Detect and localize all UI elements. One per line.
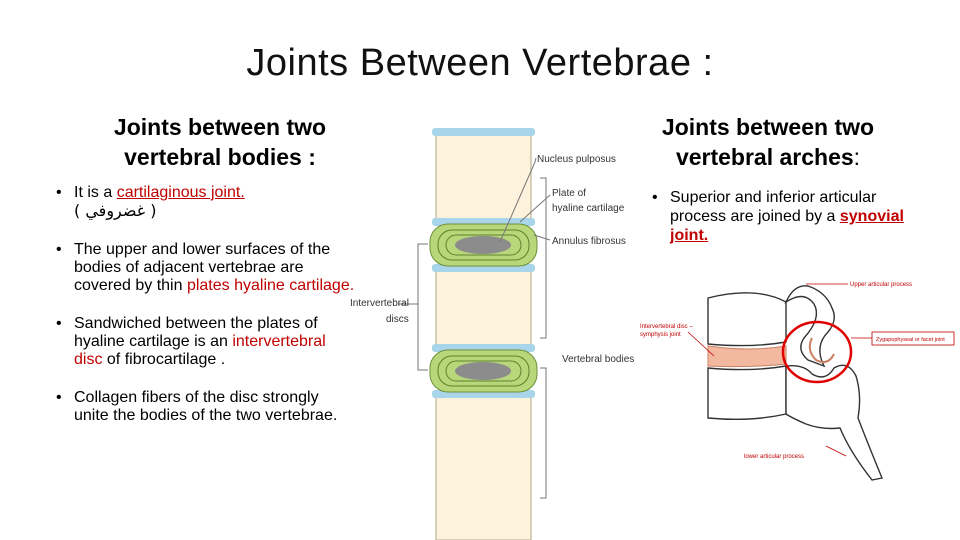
label-plate-line2: hyaline cartilage — [552, 203, 625, 214]
bullet-cartilaginous: It is a cartilaginous joint. ( غضروفي ) — [56, 184, 356, 221]
slide-title: Joints Between Vertebrae : — [246, 42, 714, 84]
upper-vertebral-body — [707, 292, 787, 347]
nucleus-pulposus — [455, 236, 511, 254]
bullet-text: Collagen fibers of the disc strongly uni… — [74, 389, 338, 424]
right-heading-line2: vertebral arches: — [628, 142, 908, 172]
facet-joint-diagram: Upper articular process Intervertebral d… — [640, 282, 955, 481]
right-heading-line1: Joints between two — [661, 114, 875, 140]
bullet-text: Superior and inferior articular process … — [670, 189, 877, 225]
label-zygapophyseal: Zygapophyseal or facet joint — [876, 337, 945, 343]
label-disc-line1: Intervertebral disc – — [640, 324, 693, 330]
facet-joint-highlight — [781, 320, 853, 384]
vertebral-body-bottom — [435, 393, 532, 540]
right-bullet-list: Superior and inferior articular process … — [652, 188, 912, 245]
vertebral-body-top — [435, 131, 532, 223]
label-nucleus-pulposus: Nucleus pulposus — [537, 154, 616, 165]
left-heading-line1: Joints between two — [113, 114, 327, 140]
intervertebral-disc-term: intervertebral disc — [74, 333, 326, 368]
left-heading-line2: vertebral bodies : — [124, 144, 316, 170]
bullet-sandwiched: Sandwiched between the plates of hyaline… — [56, 315, 356, 369]
zygapophyseal-label-box — [871, 331, 955, 346]
label-upper-articular: Upper articular process — [850, 282, 912, 288]
intervertebral-disc-lower — [429, 349, 538, 393]
left-column-heading: Joints between two vertebral bodies : — [80, 112, 360, 172]
bullet-text: It is a — [74, 184, 117, 201]
label-lower-articular: lower articular process — [744, 454, 804, 460]
vertebral-column-diagram: Nucleus pulposus Plate of hyaline cartil… — [350, 128, 634, 540]
intervertebral-disc — [707, 345, 787, 368]
facet-joint-space — [808, 337, 835, 363]
left-bullet-list: It is a cartilaginous joint. ( غضروفي ) … — [56, 184, 356, 445]
label-annulus-fibrosus: Annulus fibrosus — [552, 236, 626, 247]
bullet-text: Sandwiched between the plates of hyaline… — [74, 315, 318, 350]
arabic-term: ( غضروفي ) — [74, 201, 157, 220]
intervertebral-disc-upper — [429, 223, 538, 267]
label-intervertebral-line2: discs — [386, 314, 409, 325]
bullet-surfaces: The upper and lower surfaces of the bodi… — [56, 241, 356, 295]
bullet-text: of fibrocartilage . — [102, 351, 226, 368]
hyaline-plate — [432, 128, 535, 136]
right-heading-text: vertebral arches — [675, 144, 854, 170]
lower-vertebral-body — [707, 365, 787, 421]
synovial-joint-term: synovial joint. — [670, 208, 904, 244]
right-column-heading: Joints between two vertebral arches: — [628, 112, 908, 172]
upper-articular-process — [784, 285, 835, 368]
nucleus-pulposus — [455, 362, 511, 380]
bullet-text: The upper and lower surfaces of the bodi… — [74, 241, 331, 294]
label-vertebral-bodies: Vertebral bodies — [562, 354, 634, 365]
vertebral-body-middle — [435, 267, 532, 349]
lower-articular-process — [785, 364, 883, 481]
label-intervertebral-line1: Intervertebral — [350, 298, 409, 309]
cartilaginous-joint-term: cartilaginous joint. — [116, 184, 245, 201]
hyaline-cartilage-term: plates hyaline cartilage. — [186, 277, 355, 294]
label-plate-line1: Plate of — [552, 188, 586, 199]
right-heading-colon: : — [853, 144, 861, 170]
bullet-collagen: Collagen fibers of the disc strongly uni… — [56, 389, 356, 425]
label-disc-line2: symphysis joint — [640, 332, 681, 338]
bullet-synovial: Superior and inferior articular process … — [652, 188, 912, 245]
